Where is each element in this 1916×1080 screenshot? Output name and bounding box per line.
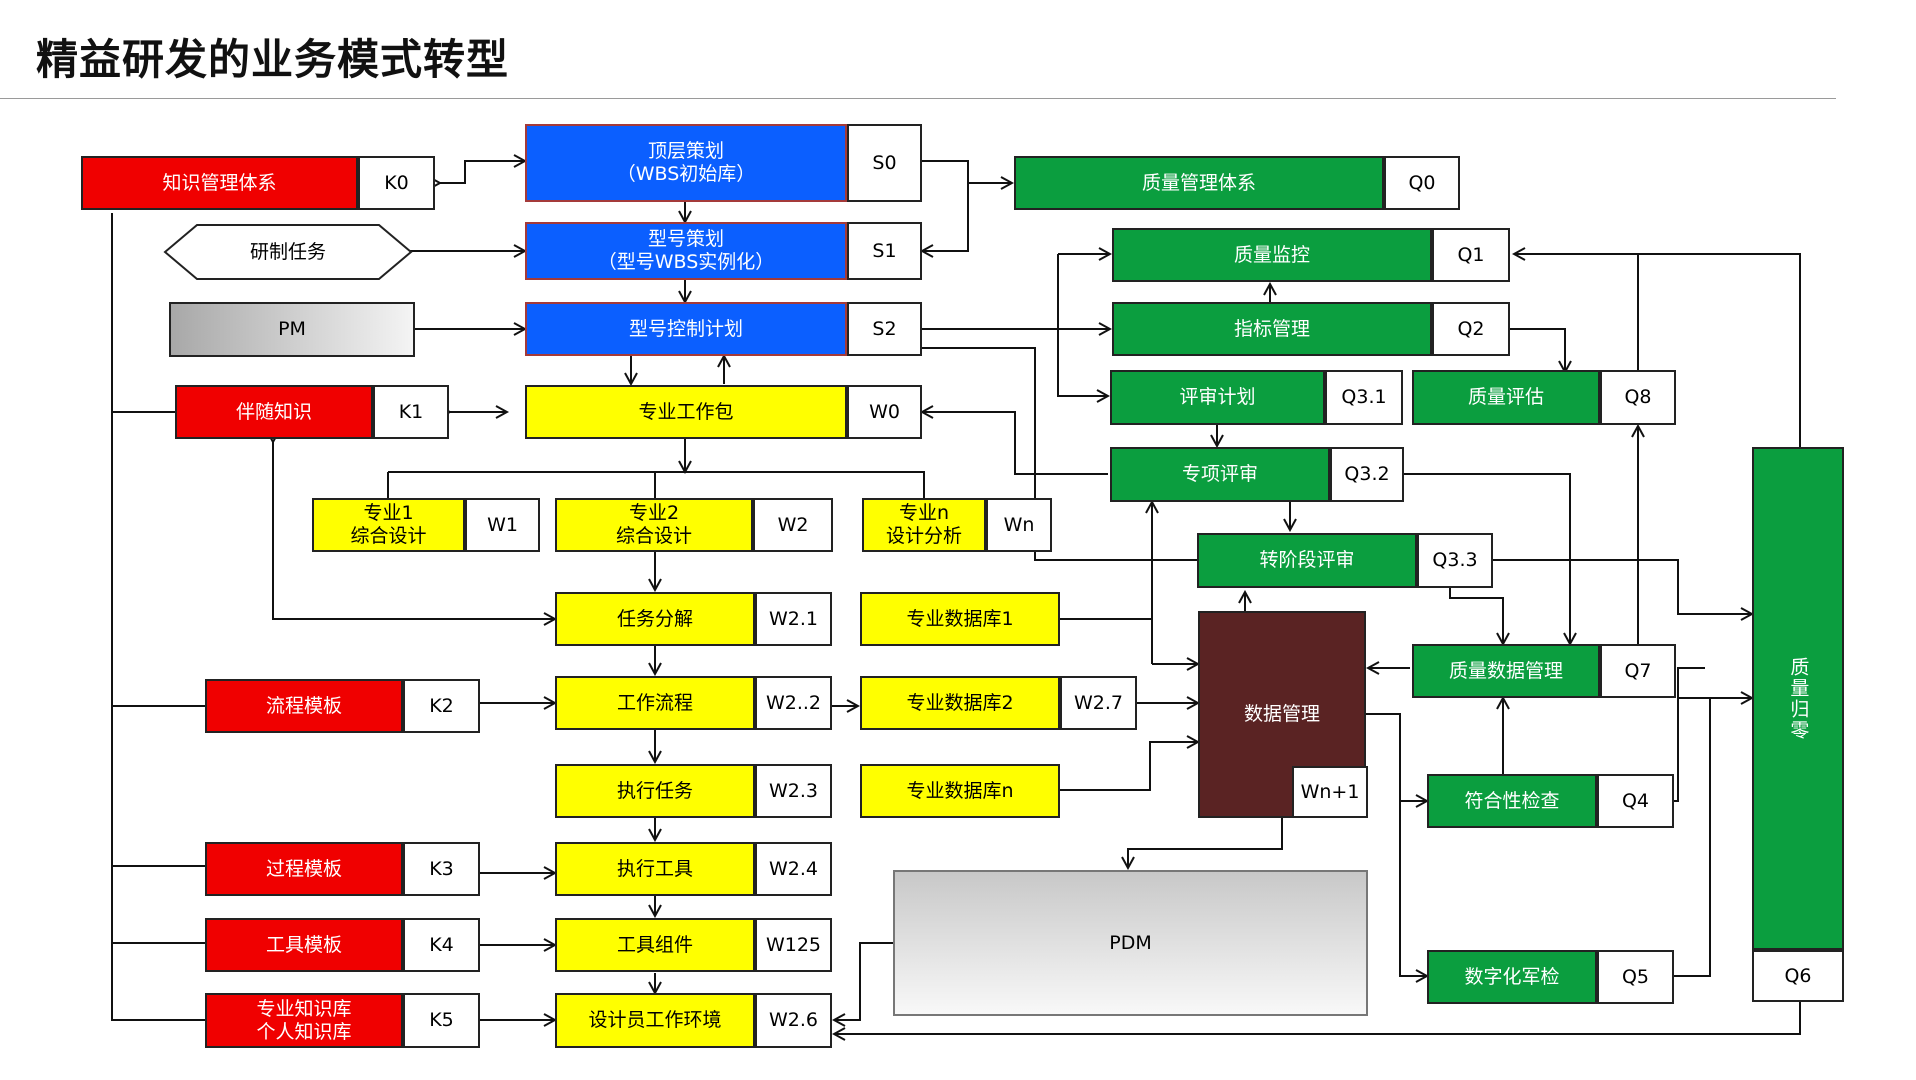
quality-zero-node: 质量归零: [1752, 447, 1844, 950]
indicator-mgmt-node: 指标管理: [1112, 302, 1432, 356]
dev-task-node: 研制任务: [249, 240, 326, 263]
q32-code: Q3.2: [1330, 447, 1404, 502]
q31-code: Q3.1: [1325, 370, 1403, 425]
top-planning-node: 顶层策划 （WBS初始库）: [525, 124, 847, 202]
digital-check-node: 数字化军检: [1427, 950, 1597, 1004]
pm-node: PM: [169, 302, 415, 357]
dev-task-shape: [163, 224, 413, 280]
work-package-node: 专业工作包: [525, 385, 847, 439]
q7-code: Q7: [1600, 644, 1676, 698]
k5-code: K5: [403, 993, 480, 1048]
workflow-node: 工作流程: [555, 676, 755, 730]
task-decomp-node: 任务分解: [555, 592, 755, 646]
q1-code: Q1: [1432, 228, 1510, 282]
spec-dbn-node: 专业数据库n: [860, 764, 1060, 818]
model-planning-node: 型号策划 （型号WBS实例化）: [525, 222, 847, 280]
w22-code: W2..2: [755, 676, 832, 730]
conformity-check-node: 符合性检查: [1427, 774, 1597, 828]
s0-code: S0: [847, 124, 922, 202]
spec1-node: 专业1 综合设计: [312, 498, 465, 552]
w24-code: W2.4: [755, 842, 832, 896]
quality-monitor-node: 质量监控: [1112, 228, 1432, 282]
w27-code: W2.7: [1060, 676, 1137, 730]
page-title: 精益研发的业务模式转型: [36, 35, 510, 84]
w0-code: W0: [847, 385, 922, 439]
proc-template-node: 过程模板: [205, 842, 403, 896]
w23-code: W2.3: [755, 764, 832, 818]
k4-code: K4: [403, 918, 480, 972]
special-review-node: 专项评审: [1110, 447, 1330, 502]
specn-node: 专业n 设计分析: [862, 498, 986, 552]
spec-db1-node: 专业数据库1: [860, 592, 1060, 646]
w26-code: W2.6: [755, 993, 832, 1048]
w21-code: W2.1: [755, 592, 832, 646]
quality-data-mgmt-node: 质量数据管理: [1412, 644, 1600, 698]
q5-code: Q5: [1597, 950, 1674, 1004]
q33-code: Q3.3: [1417, 533, 1493, 588]
review-plan-node: 评审计划: [1110, 370, 1325, 425]
w2-code: W2: [753, 498, 833, 552]
knowledge-system-node: 知识管理体系: [81, 156, 358, 210]
tool-component-node: 工具组件: [555, 918, 755, 972]
k3-code: K3: [403, 842, 480, 896]
quality-system-node: 质量管理体系: [1014, 156, 1384, 210]
title-divider: [0, 98, 1836, 99]
s2-code: S2: [847, 302, 922, 356]
designer-env-node: 设计员工作环境: [555, 993, 755, 1048]
tool-template-node: 工具模板: [205, 918, 403, 972]
q2-code: Q2: [1432, 302, 1510, 356]
k0-code: K0: [358, 156, 435, 210]
spec2-node: 专业2 综合设计: [555, 498, 753, 552]
q8-code: Q8: [1600, 370, 1676, 425]
q0-code: Q0: [1384, 156, 1460, 210]
companion-knowledge-node: 伴随知识: [175, 385, 373, 439]
model-control-plan-node: 型号控制计划: [525, 302, 847, 356]
q6-code: Q6: [1752, 950, 1844, 1002]
stage-review-node: 转阶段评审: [1197, 533, 1417, 588]
process-template-node: 流程模板: [205, 679, 403, 733]
execute-tool-node: 执行工具: [555, 842, 755, 896]
k2-code: K2: [403, 679, 480, 733]
k1-code: K1: [373, 385, 449, 439]
s1-code: S1: [847, 222, 922, 280]
spec-knowledge-node: 专业知识库 个人知识库: [205, 993, 403, 1048]
spec-db2-node: 专业数据库2: [860, 676, 1060, 730]
quality-eval-node: 质量评估: [1412, 370, 1600, 425]
w125-code: W125: [755, 918, 832, 972]
wn1-code: Wn+1: [1292, 766, 1368, 818]
w1-code: W1: [465, 498, 540, 552]
pdm-node: PDM: [893, 870, 1368, 1016]
wn-code: Wn: [986, 498, 1052, 552]
q4-code: Q4: [1597, 774, 1674, 828]
quality-zero-label: 质量归零: [1787, 656, 1810, 741]
execute-task-node: 执行任务: [555, 764, 755, 818]
